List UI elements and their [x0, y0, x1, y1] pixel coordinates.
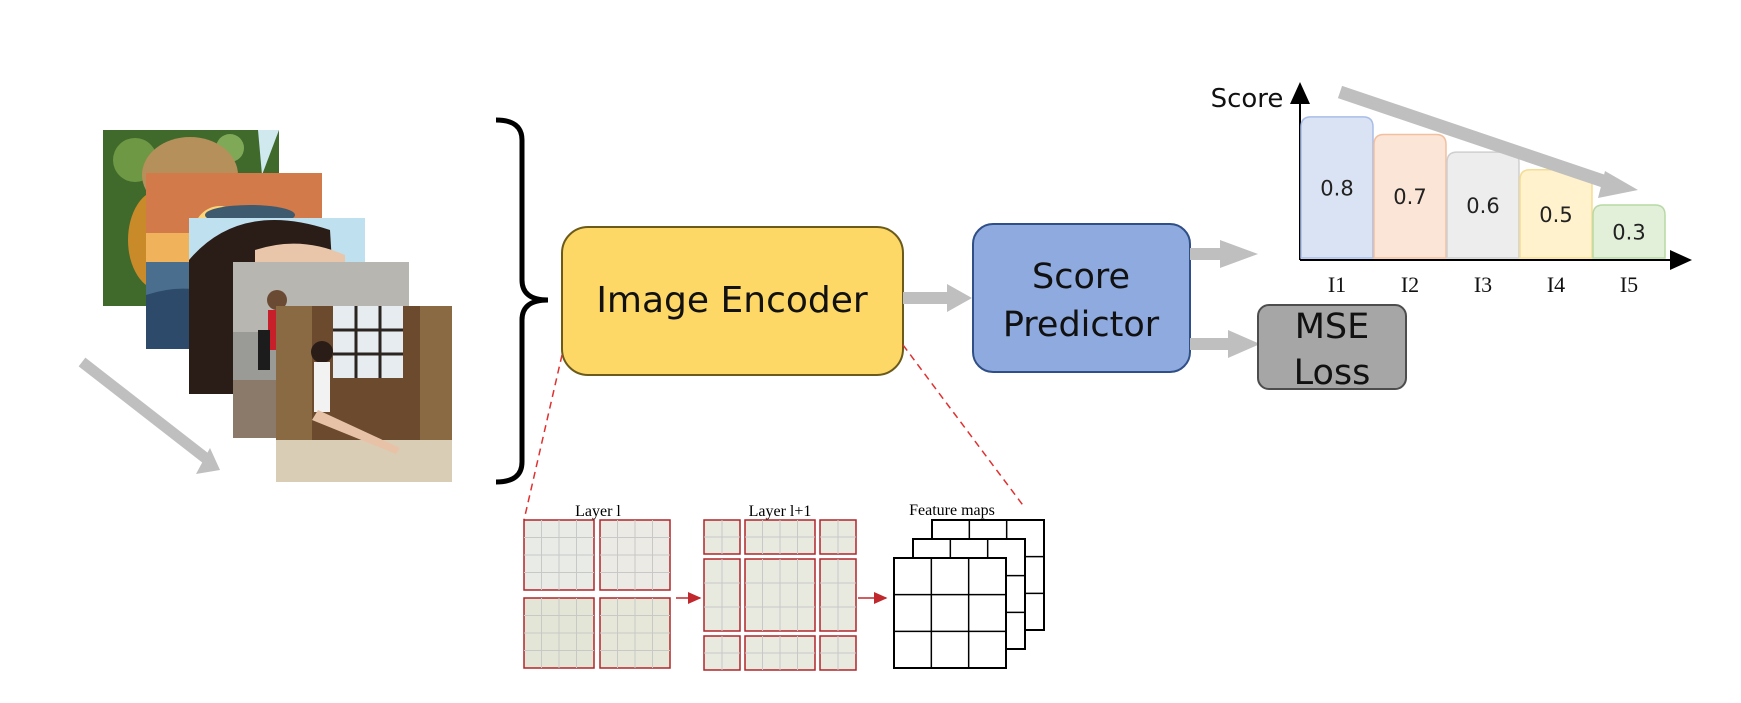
predictor-to-scores-arrow — [1190, 240, 1258, 268]
zoom-line-left — [523, 354, 563, 521]
input-image-5 — [276, 306, 452, 482]
score-bar-value-label: 0.3 — [1612, 221, 1645, 245]
mse-loss-block: MSE Loss — [1257, 304, 1407, 393]
zoom-line-right — [902, 344, 1026, 509]
image-encoder-block: Image Encoder — [561, 226, 904, 376]
feature-maps-stack — [893, 519, 1045, 669]
input-image-stack — [103, 130, 452, 482]
encoder-to-predictor-arrow — [903, 284, 972, 312]
mse-loss-label-1: MSE — [1295, 307, 1370, 347]
layer-l1-grid — [703, 519, 857, 671]
x-tick-label: I2 — [1401, 272, 1419, 297]
predictor-to-loss-arrow — [1190, 330, 1260, 358]
score-bar-value-label: 0.5 — [1539, 203, 1572, 227]
score-bar-value-label: 0.8 — [1320, 176, 1353, 200]
chart-y-axis-label: Score — [1211, 84, 1284, 114]
score-predictor-label-2: Predictor — [1003, 305, 1160, 345]
score-trend-arrow — [1337, 85, 1638, 198]
layer-l1-label: Layer l+1 — [749, 503, 812, 520]
grouping-brace — [495, 117, 549, 485]
encoder-detail: Layer l Layer l+1 Feature maps — [523, 502, 1045, 671]
score-bar-i1 — [1300, 116, 1374, 259]
x-tick-label: I3 — [1474, 272, 1492, 297]
score-bar-i2 — [1373, 133, 1447, 259]
x-tick-label: I5 — [1620, 272, 1638, 297]
image-encoder-label: Image Encoder — [596, 280, 868, 321]
stack-direction-arrow — [78, 357, 220, 474]
score-bar-value-label: 0.7 — [1393, 185, 1426, 209]
x-tick-label: I1 — [1328, 272, 1346, 297]
score-bar-chart: Score 0.8I1 0.7I2 0.6I3 0.5I4 0.3I5 — [1211, 82, 1692, 297]
score-bar-i5 — [1592, 204, 1666, 259]
x-tick-label: I4 — [1547, 272, 1565, 297]
score-bar-value-label: 0.6 — [1466, 194, 1499, 218]
mse-loss-label-2: Loss — [1294, 353, 1371, 393]
score-predictor-label-1: Score — [1032, 257, 1130, 297]
layer-l-label: Layer l — [575, 503, 621, 520]
feature-maps-label: Feature maps — [909, 502, 995, 519]
layer-l-grid — [523, 519, 671, 669]
score-predictor-block: Score Predictor — [972, 223, 1191, 373]
